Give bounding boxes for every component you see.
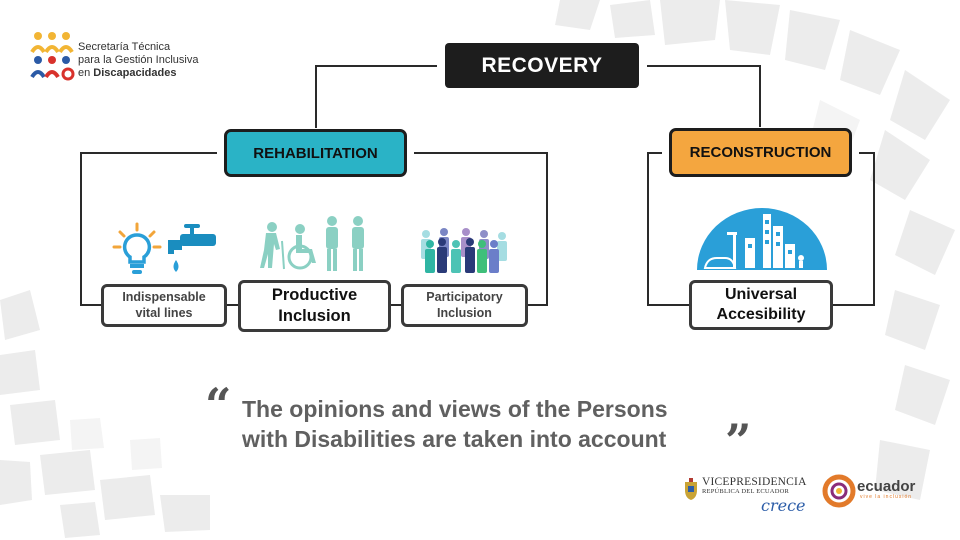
org-name: Secretaría Técnica para la Gestión Inclu… (78, 41, 198, 80)
org-line-1: Secretaría Técnica (78, 41, 171, 53)
people-disabilities-icon (260, 216, 364, 271)
ecuador-tagline: vive la inclusión (860, 494, 913, 500)
org-line-3-bold: Discapacidades (93, 67, 177, 79)
org-line-3-prefix: en (78, 67, 94, 79)
rehabilitation-node: REHABILITATION (224, 129, 407, 177)
crowd-icon (421, 228, 507, 273)
vp-line-2: REPÚBLICA DEL ECUADOR (702, 488, 790, 495)
city-dome-icon (697, 208, 827, 270)
node-label-line1: Universal (724, 286, 798, 303)
node-label-line2: Inclusion (437, 305, 492, 320)
open-quote-mark: “ (205, 378, 232, 432)
vicepresidencia-logo: VICEPRESIDENCIA REPÚBLICA DEL ECUADOR (702, 476, 807, 495)
vp-line-1: VICEPRESIDENCIA (702, 476, 807, 488)
coat-of-arms-icon (685, 478, 697, 500)
ecuador-wordmark: ecuador (857, 478, 916, 495)
quote-line-2: with Disabilities are taken into account (242, 426, 667, 452)
org-line-2: para la Gestión Inclusiva (78, 54, 199, 66)
node-label-line1: Participatory (426, 289, 503, 304)
org-logo (30, 32, 75, 81)
ecuador-brand-icon (822, 474, 856, 508)
node-label-line1: Indispensable (122, 289, 206, 304)
node-label-line2: Accesibility (716, 306, 806, 323)
recovery-node: RECOVERY (445, 43, 639, 88)
node-label-line1: Productive (271, 286, 358, 305)
quote-line-1: The opinions and views of the Persons (242, 396, 668, 422)
node-label-line2: Inclusion (278, 307, 351, 325)
quote-text: The opinions and views of the Persons wi… (242, 394, 762, 454)
crece-slogan: crece (761, 496, 806, 515)
water-tap-icon (168, 224, 216, 272)
node-label-line2: vital lines (135, 305, 193, 320)
close-quote-mark: ” (725, 414, 752, 468)
reconstruction-node: RECONSTRUCTION (669, 128, 852, 177)
lightbulb-icon (112, 222, 162, 274)
